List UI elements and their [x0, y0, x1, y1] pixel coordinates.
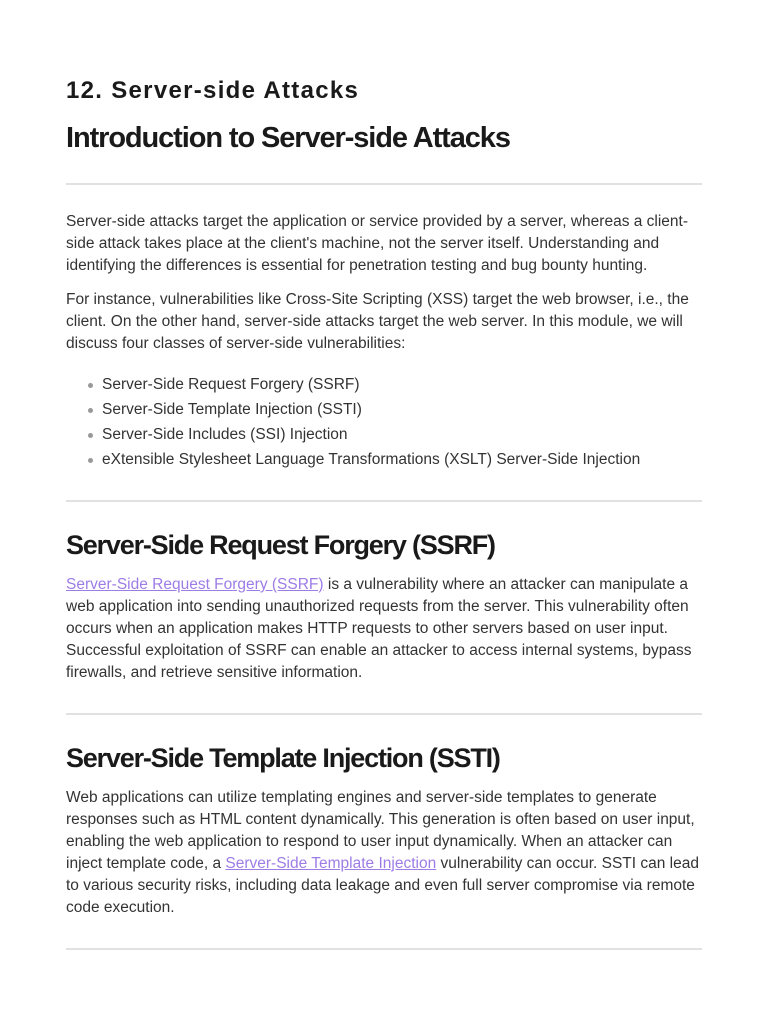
list-item-ssti: Server-Side Template Injection (SSTI) — [88, 399, 702, 421]
section-heading-ssti: Server-Side Template Injection (SSTI) — [66, 743, 501, 773]
ssti-paragraph-text-after: vulnerability can occur. SSTI can lead t… — [66, 855, 699, 916]
intro-paragraph-2: For instance, vulnerabilities like Cross… — [66, 291, 689, 352]
section-divider — [66, 183, 702, 185]
document-page: 12. Server-side Attacks Introduction to … — [66, 0, 702, 950]
ssrf-paragraph-text: is a vulnerability where an attacker can… — [66, 576, 692, 681]
section-heading-ssrf: Server-Side Request Forgery (SSRF) — [66, 530, 496, 560]
section-divider — [66, 948, 702, 950]
page-title: Introduction to Server-side Attacks — [66, 122, 511, 154]
ssrf-paragraph: Server-Side Request Forgery (SSRF) is a … — [66, 574, 702, 684]
chapter-title: 12. Server-side Attacks — [66, 77, 360, 104]
list-item-ssi: Server-Side Includes (SSI) Injection — [88, 424, 702, 446]
list-item-ssrf: Server-Side Request Forgery (SSRF) — [88, 374, 702, 396]
section-divider — [66, 713, 702, 715]
list-item-xslt: eXtensible Stylesheet Language Transform… — [88, 449, 702, 471]
ssti-link[interactable]: Server-Side Template Injection — [225, 855, 437, 872]
section-divider — [66, 500, 702, 502]
vulnerability-list: Server-Side Request Forgery (SSRF) Serve… — [66, 374, 702, 471]
ssti-paragraph: Web applications can utilize templating … — [66, 787, 702, 919]
intro-paragraph-1: Server-side attacks target the applicati… — [66, 213, 689, 274]
ssti-paragraph-text-before: Web applications can utilize templating … — [66, 789, 695, 872]
ssrf-link[interactable]: Server-Side Request Forgery (SSRF) — [66, 576, 324, 593]
